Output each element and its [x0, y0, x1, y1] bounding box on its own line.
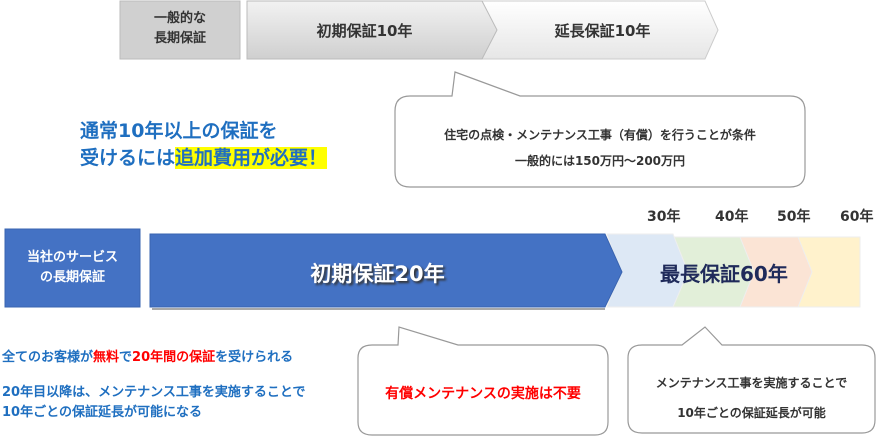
extension-bubble-text: メンテナンス工事を実施することで 10年ごとの保証延長が可能	[628, 368, 875, 428]
label-line: の長期保証	[39, 270, 105, 285]
note-highlight: 追加費用が必要！	[175, 147, 328, 169]
general-warranty-box	[119, 0, 241, 60]
label-line: 長期保証	[153, 31, 206, 46]
max-60-label: 最長保証60年	[660, 262, 788, 286]
top-bubble-text: 住宅の点検・メンテナンス工事（有償）を行うことが条件 一般的には150万円～20…	[395, 122, 805, 174]
no-maintenance-text: 有償メンテナンスの実施は不要	[385, 386, 581, 402]
note-line: 20年目以降は、メンテナンス工事を実施することで	[2, 385, 306, 400]
year-mark-50: 50年	[777, 209, 811, 225]
initial-10-label: 初期保証10年	[316, 22, 413, 40]
additional-cost-note: 通常10年以上の保証を 受けるには追加費用が必要！	[80, 118, 328, 172]
note-line: 通常10年以上の保証を	[80, 120, 278, 142]
year-mark-40: 40年	[715, 209, 749, 225]
bubble-line: 一般的には150万円～200万円	[514, 154, 686, 168]
year-mark-30: 30年	[647, 209, 681, 225]
top-bubble	[394, 71, 806, 188]
text-20-years: 20年間の保証	[132, 350, 216, 365]
text-part: を受けられる	[215, 350, 294, 365]
initial-20-arrow-shape	[149, 233, 623, 308]
bubble-line: メンテナンス工事を実施することで	[655, 376, 848, 390]
text-part: 全てのお客様が	[2, 350, 94, 365]
extension-10-label: 延長保証10年	[554, 22, 651, 40]
extension-note: 20年目以降は、メンテナンス工事を実施することで 10年ごとの保証延長が可能にな…	[2, 383, 305, 423]
initial-arrow-shape	[246, 0, 498, 60]
bubble-no-maintenance	[357, 326, 609, 436]
initial-20-label: 初期保証20年	[310, 262, 445, 286]
general-warranty-label: 一般的な 長期保証	[120, 9, 240, 49]
bubble-line: 10年ごとの保証延長が可能	[677, 406, 826, 420]
label-line: 当社のサービス	[26, 250, 118, 265]
company-box	[4, 228, 141, 308]
label-line: 一般的な	[153, 11, 206, 26]
company-label: 当社のサービス の長期保証	[5, 248, 140, 288]
text-part: で	[119, 350, 133, 365]
text-free: 無料	[93, 350, 120, 365]
year-mark-60: 60年	[840, 209, 874, 225]
bubble-line: 住宅の点検・メンテナンス工事（有償）を行うことが条件	[444, 128, 756, 142]
note-line: 10年ごとの保証延長が可能になる	[2, 405, 202, 420]
bubble-extension	[627, 326, 876, 434]
note-prefix: 受けるには	[80, 147, 176, 169]
free-warranty-line: 全てのお客様が無料で20年間の保証を受けられる	[2, 346, 293, 365]
